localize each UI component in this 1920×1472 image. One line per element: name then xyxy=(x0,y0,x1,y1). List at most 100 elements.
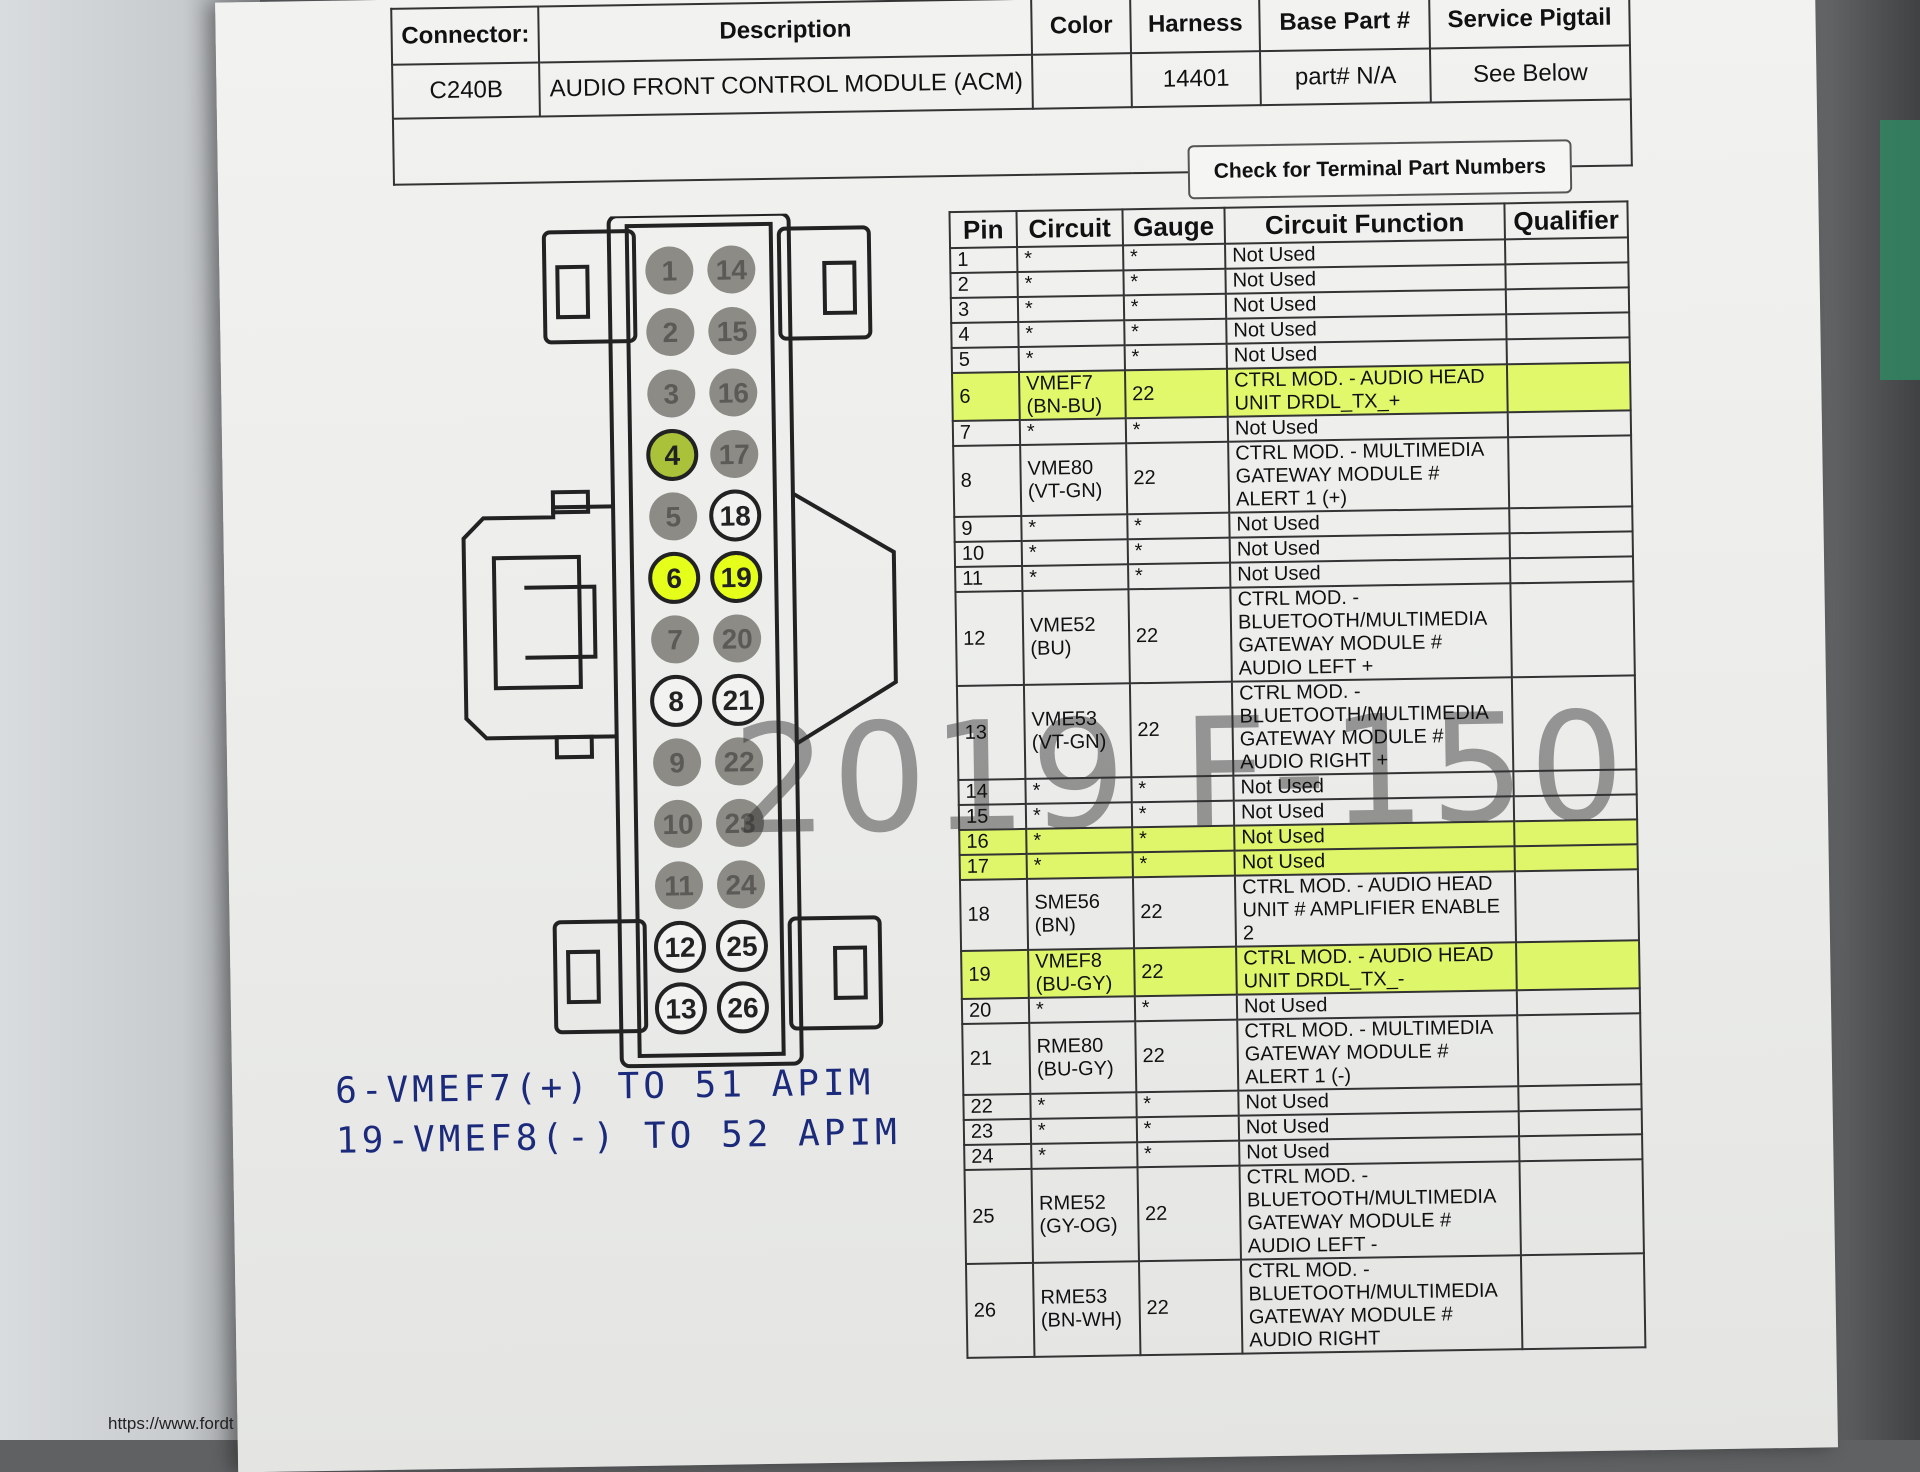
connector-pin: 7 xyxy=(651,615,700,664)
function-cell: CTRL MOD. - AUDIO HEAD UNIT DRDL_TX_- xyxy=(1236,942,1517,995)
pin-cell: 1 xyxy=(950,246,1018,274)
pin-cell: 21 xyxy=(962,1022,1031,1095)
handwritten-note-1: 6-VMEF7(+) TO 51 APIM xyxy=(334,1062,875,1112)
circuit-cell: VMEF7 (BN-BU) xyxy=(1019,370,1126,420)
pin-label: 8 xyxy=(668,686,684,717)
connector-pin: 17 xyxy=(710,429,759,478)
pin-label: 18 xyxy=(719,500,751,531)
gauge-cell: * xyxy=(1124,343,1228,371)
pin-circle xyxy=(715,737,764,786)
circuit-cell: * xyxy=(1018,345,1125,372)
connector-pin: 15 xyxy=(708,306,757,355)
pin-cell: 8 xyxy=(953,444,1022,518)
pin-cell: 13 xyxy=(956,684,1026,780)
pin-cell: 18 xyxy=(959,878,1029,951)
circuit-cell: * xyxy=(1025,802,1132,829)
pin-cell: 16 xyxy=(959,828,1027,855)
qualifier-cell xyxy=(1518,1109,1643,1137)
pin-cell: 7 xyxy=(952,419,1021,447)
connector-pins: 1234567891011121314151617181920212223242… xyxy=(645,245,769,1035)
gauge-cell: 22 xyxy=(1134,1019,1239,1093)
circuit-cell: * xyxy=(1018,320,1125,347)
circuit-cell: * xyxy=(1030,1092,1137,1119)
pin-label: 11 xyxy=(664,870,694,901)
green-object xyxy=(1880,120,1920,380)
circuit-cell: * xyxy=(1021,514,1128,541)
connector-pin: 14 xyxy=(707,245,756,294)
connector-pin: 1 xyxy=(645,246,694,295)
gauge-cell: * xyxy=(1136,1140,1240,1168)
pin-label: 16 xyxy=(717,377,749,408)
pin-circle xyxy=(650,674,703,727)
circuit-cell: VME80 (VT-GN) xyxy=(1020,443,1128,516)
function-cell: CTRL MOD. - AUDIO HEAD UNIT DRDL_TX_+ xyxy=(1227,364,1508,417)
connector-pin: 10 xyxy=(654,799,703,848)
qualifier-cell xyxy=(1505,262,1629,290)
qualifier-cell xyxy=(1507,410,1632,438)
circuit-cell: * xyxy=(1017,245,1124,272)
connector-harness: 14401 xyxy=(1131,51,1262,108)
pin-circle xyxy=(716,981,769,1034)
pin-cell: 9 xyxy=(954,515,1022,543)
connector-pin: 23 xyxy=(716,798,765,847)
pin-cell: 24 xyxy=(964,1143,1032,1170)
function-cell: CTRL MOD. - BLUETOOTH/MULTIMEDIA GATEWAY… xyxy=(1230,583,1512,682)
qualifier-cell xyxy=(1513,794,1638,822)
circuit-cell: * xyxy=(1026,827,1133,854)
connector-pin: 5 xyxy=(649,492,698,541)
pin-label: 19 xyxy=(720,562,752,593)
qualifier-cell xyxy=(1518,1084,1642,1112)
qualifier-cell xyxy=(1509,556,1634,584)
qualifier-cell xyxy=(1507,435,1633,509)
connector-id: C240B xyxy=(392,62,541,119)
pin-label: 17 xyxy=(718,439,750,470)
qualifier-cell xyxy=(1513,819,1638,847)
pin-cell: 15 xyxy=(958,803,1027,830)
qualifier-cell xyxy=(1506,337,1630,365)
gauge-cell: * xyxy=(1123,268,1226,296)
pin-cell: 4 xyxy=(951,321,1019,349)
pin-cell: 22 xyxy=(963,1093,1031,1120)
pin-circle xyxy=(648,551,701,604)
header-col-description: Description xyxy=(538,0,1033,63)
gauge-cell: 22 xyxy=(1129,681,1234,778)
connector-pin: 24 xyxy=(717,860,766,909)
qualifier-cell xyxy=(1509,531,1633,559)
qualifier-cell xyxy=(1520,1253,1646,1350)
circuit-cell: * xyxy=(1028,996,1135,1023)
connector-pin: 26 xyxy=(716,981,769,1034)
pin-circle xyxy=(653,920,706,973)
pin-label: 23 xyxy=(724,808,756,839)
connector-pin: 22 xyxy=(715,737,764,786)
pin-circle xyxy=(717,860,766,909)
pin-cell: 19 xyxy=(961,949,1029,999)
function-cell: CTRL MOD. - BLUETOOTH/MULTIMEDIA GATEWAY… xyxy=(1239,1161,1521,1260)
pin-label: 3 xyxy=(663,378,679,409)
connector-pin: 9 xyxy=(653,738,702,787)
connector-description: AUDIO FRONT CONTROL MODULE (ACM) xyxy=(539,54,1034,117)
pin-cell: 6 xyxy=(952,371,1020,422)
gauge-cell: * xyxy=(1123,318,1227,346)
pin-label: 6 xyxy=(666,563,682,594)
qualifier-cell xyxy=(1510,581,1635,678)
pin-cell: 23 xyxy=(963,1118,1032,1145)
header-col-color: Color xyxy=(1031,0,1132,55)
qualifier-cell xyxy=(1506,362,1631,413)
gauge-cell: 22 xyxy=(1125,441,1230,515)
gauge-cell: * xyxy=(1131,775,1234,803)
circuit-cell: * xyxy=(1022,564,1129,591)
handwritten-note-2: 19-VMEF8(-) TO 52 APIM xyxy=(335,1111,902,1162)
connector-pin: 3 xyxy=(647,369,696,418)
connector-pin: 6 xyxy=(648,551,701,604)
pin-label: 25 xyxy=(726,931,758,962)
pin-label: 26 xyxy=(727,992,759,1023)
gauge-cell: 22 xyxy=(1133,946,1237,997)
gauge-cell: * xyxy=(1122,243,1226,271)
gauge-cell: * xyxy=(1125,416,1229,444)
pin-label: 7 xyxy=(667,624,683,655)
check-terminal-part-numbers-button[interactable]: Check for Terminal Part Numbers xyxy=(1187,139,1573,200)
